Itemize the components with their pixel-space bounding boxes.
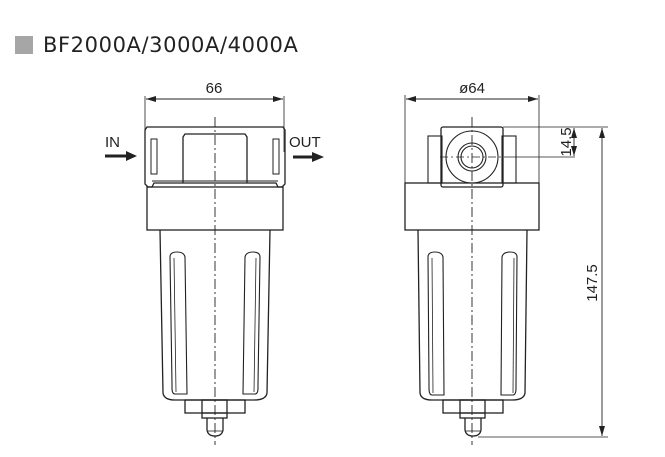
outlet-indicator: OUT: [289, 134, 324, 162]
overall-height-label: 147.5: [584, 264, 601, 302]
port-offset-label: 14.5: [558, 127, 575, 156]
title-marker-square: [15, 36, 33, 54]
inlet-label: IN: [105, 134, 120, 151]
title-row: BF2000A/3000A/4000A: [15, 30, 298, 60]
diameter-dimension: ø64: [404, 80, 540, 183]
width-dimension-label: 66: [206, 80, 223, 97]
inlet-indicator: IN: [105, 134, 137, 161]
port-offset-dimension: 14.5: [503, 126, 608, 158]
overall-height-dimension: 147.5: [478, 128, 608, 438]
model-title: BF2000A/3000A/4000A: [43, 33, 299, 57]
diameter-dimension-label: ø64: [459, 80, 485, 97]
front-view: 66: [105, 80, 324, 445]
outlet-label: OUT: [289, 134, 321, 151]
width-dimension: 66: [144, 80, 285, 152]
side-view: ø64: [404, 80, 608, 445]
side-drain-valve: [442, 399, 504, 437]
side-bowl: [417, 229, 528, 401]
